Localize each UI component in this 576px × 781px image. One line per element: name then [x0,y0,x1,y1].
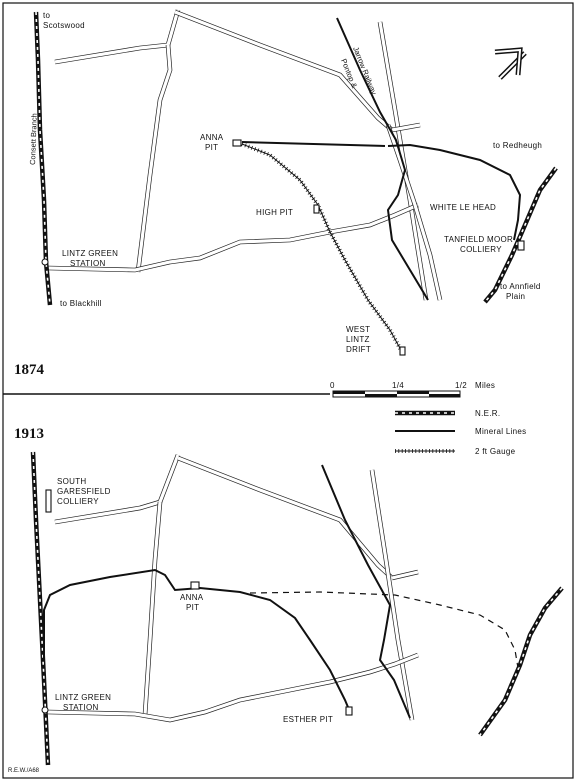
north-arrow-icon [494,47,527,80]
to-scotswood-label-2: Scotswood [43,21,85,30]
anna-pit-1874-label-1: ANNA [200,133,224,142]
scale-tick-quarter: 1/4 [392,381,404,390]
tanfield-branch-1913 [478,586,564,737]
lintz-green-1913-label-2: STATION [63,703,99,712]
pontop-jarrow-railway [336,17,429,301]
to-redheugh-label: to Redheugh [493,141,542,150]
esther-pit-label: ESTHER PIT [283,715,333,724]
west-lintz-drift-marker [399,346,406,356]
tanfield-label-2: COLLIERY [460,245,502,254]
lintz-green-1874-label-1: LINTZ GREEN [62,249,118,258]
dismantled-line-1913 [249,591,519,669]
scale-tick-half: 1/2 [455,381,467,390]
legend-mineral-label: Mineral Lines [475,427,526,436]
esther-pit-marker [345,706,353,716]
pontop-label-2: Jarrow Railway [351,45,378,96]
anna-pit-1874-marker [232,139,242,147]
scale-unit: Miles [475,381,495,390]
tanfield-branch-line [483,166,558,304]
consett-branch-line [33,11,53,306]
west-lintz-label-3: DRIFT [346,345,371,354]
lintz-green-1913-label-1: LINTZ GREEN [55,693,111,702]
south-garesfield-marker [45,489,52,513]
lintz-green-station-1874-marker [41,258,49,266]
to-blackhill-label: to Blackhill [60,299,102,308]
white-le-head-label: WHITE LE HEAD [430,203,496,212]
west-lintz-label-1: WEST [346,325,370,334]
legend-ner-label: N.E.R. [475,409,500,418]
high-pit-label: HIGH PIT [256,208,293,217]
south-garesfield-label-1: SOUTH [57,477,87,486]
to-annfield-label-2: Plain [506,292,525,301]
redheugh-mineral-line [387,143,522,241]
tanfield-label-1: TANFIELD MOOR [444,235,513,244]
map-1913: 1913 SOUT [14,426,564,766]
scale-bar: 0 1/4 1/2 Miles [330,381,495,398]
scale-tick-0: 0 [330,381,335,390]
south-garesfield-label-2: GARESFIELD [57,487,111,496]
year-1913: 1913 [14,426,44,442]
two-ft-gauge-line [241,142,404,353]
year-1874: 1874 [14,362,45,378]
anna-pit-mineral-line [241,141,386,147]
anna-pit-1913-label-2: PIT [186,603,199,612]
to-annfield-label-1: to Annfield [500,282,541,291]
pontop-jarrow-1913 [321,464,411,719]
lintz-green-station-1913-marker [41,706,49,714]
anna-pit-1874-label-2: PIT [205,143,218,152]
south-garesfield-label-3: COLLIERY [57,497,99,506]
high-pit-marker [313,204,320,214]
legend-gauge-label: 2 ft Gauge [475,447,516,456]
anna-pit-1913-label-1: ANNA [180,593,204,602]
anna-pit-1913-marker [190,581,200,590]
credit-label: R.E.W./A68 [8,768,40,774]
lintz-green-1874-label-2: STATION [70,259,106,268]
west-lintz-label-2: LINTZ [346,335,370,344]
roads-1913 [47,454,419,723]
to-scotswood-label-1: to [43,11,51,20]
roads-1874 [47,9,443,301]
anna-pit-branch-1913 [43,568,351,713]
map-1874: to Scotswood Consett Branch Pontop & Jar… [14,9,558,378]
consett-branch-label: Consett Branch [28,113,39,165]
tanfield-moor-marker [517,240,525,251]
legend: N.E.R. Mineral Lines 2 ft Gauge [395,409,526,456]
